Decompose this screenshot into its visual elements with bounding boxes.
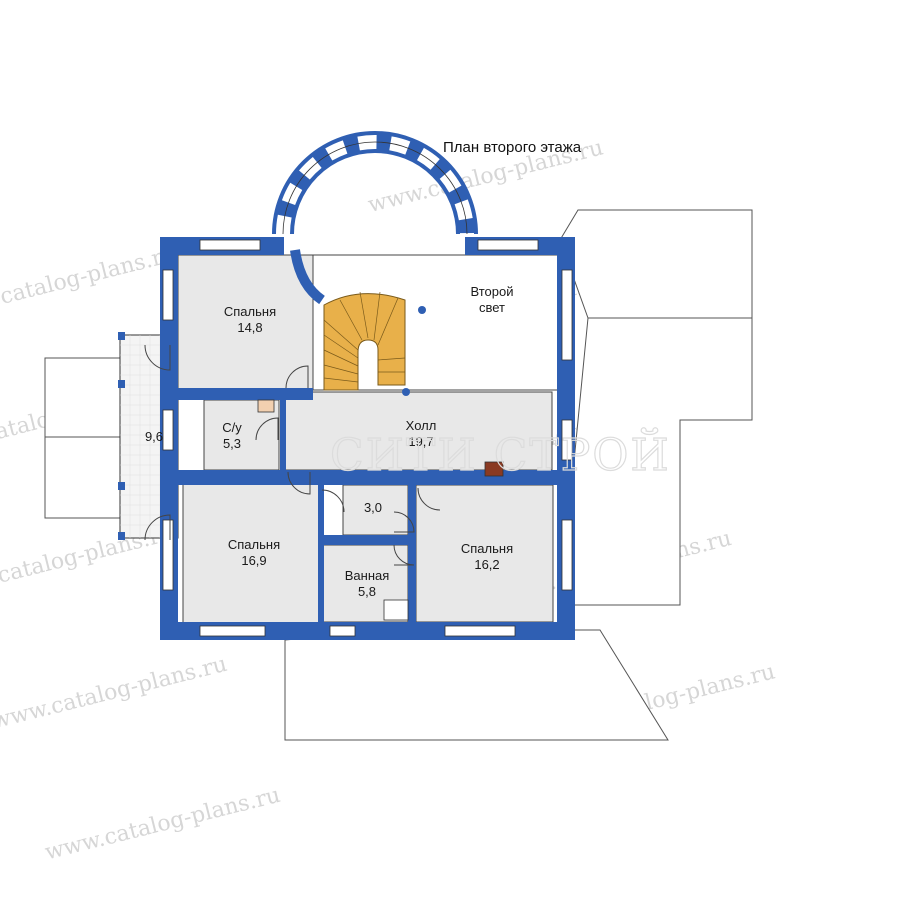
room-name: Холл (406, 418, 437, 433)
room-name: Спальня (224, 304, 276, 319)
windows (162, 239, 573, 637)
plan-title: План второго этажа (443, 139, 582, 156)
room-area: 19,7 (408, 434, 433, 449)
room-area: 5,8 (358, 584, 376, 599)
rotunda (272, 131, 478, 305)
watermark-text: www.catalog-plans.ru (0, 242, 179, 325)
room-area: 14,8 (237, 320, 262, 335)
room-name: свет (479, 300, 505, 315)
room-name: Второй (471, 284, 514, 299)
watermark-text: www.catalog-plans.ru (43, 783, 283, 866)
room-name: Спальня (228, 537, 280, 552)
roof-outlines (44, 209, 753, 741)
room-name: Спальня (461, 541, 513, 556)
door-swings (144, 344, 441, 566)
room-labels: Спальня 14,8 Второй свет 9,6 С/у 5,3 Хол… (145, 284, 514, 599)
watermark-logo: СИТИ СТРОЙ (330, 427, 671, 481)
room-area: 16,9 (241, 553, 266, 568)
room-area: 5,3 (223, 436, 241, 451)
watermark-text: www.catalog-plans.ru (0, 652, 230, 735)
room-area: 16,2 (474, 557, 499, 572)
room-name: С/у (222, 420, 242, 435)
room-area: 9,6 (145, 429, 163, 444)
room-area: 3,0 (364, 500, 382, 515)
room-floors (177, 254, 561, 624)
fixtures (257, 399, 504, 621)
room-name: Ванная (345, 568, 390, 583)
staircase (323, 291, 426, 396)
